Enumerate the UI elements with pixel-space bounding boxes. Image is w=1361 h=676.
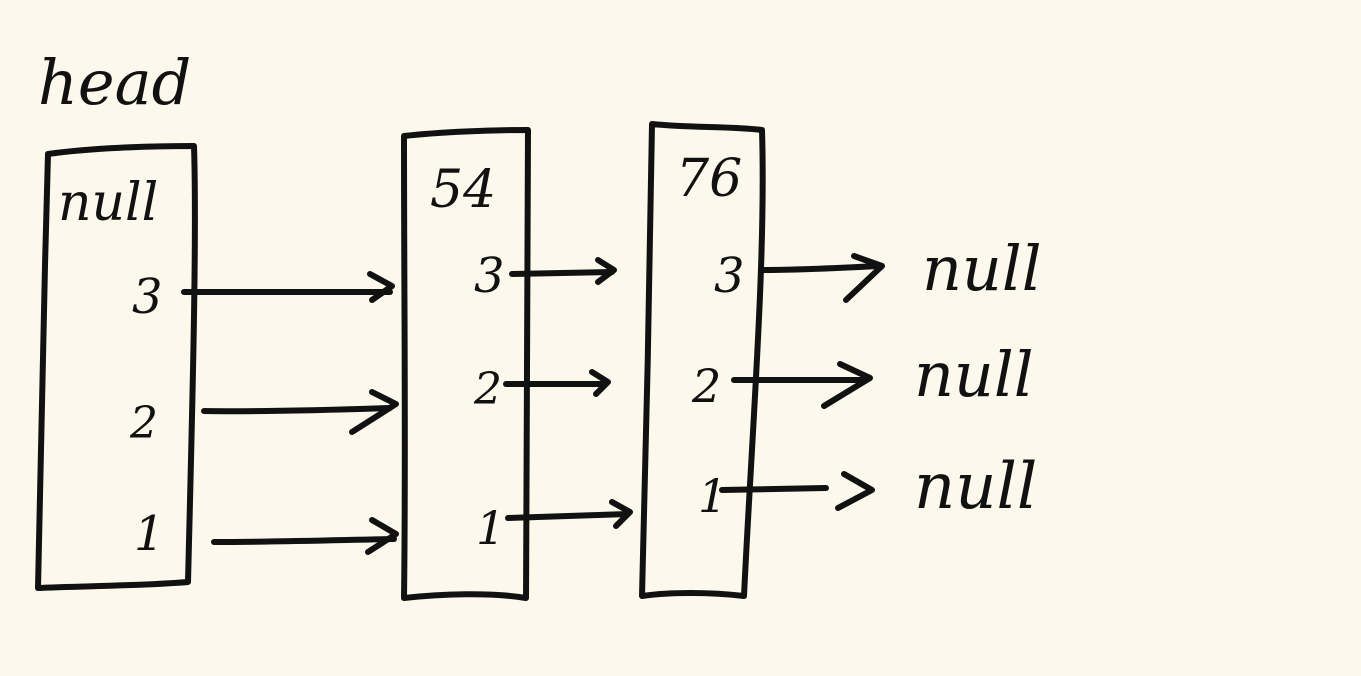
tail-null-level-3: null <box>922 232 1042 305</box>
node-76-box <box>639 121 766 599</box>
node-76-level-2: 2 <box>691 359 721 413</box>
pointer-76-to-null-level-3 <box>759 253 885 303</box>
node-head-level-2: 2 <box>129 398 158 449</box>
node-54-level-2: 2 <box>473 364 502 415</box>
pointer-76-to-null-level-2 <box>731 361 873 409</box>
node-54-level-3: 3 <box>474 248 505 304</box>
pointer-head-to-54-level-1 <box>211 517 399 555</box>
pointer-54-to-76-level-2 <box>503 369 611 397</box>
node-head-level-3: 3 <box>132 269 163 325</box>
head-label: head <box>38 46 191 119</box>
node-head: null 3 2 1 <box>35 143 198 591</box>
node-54-level-1: 1 <box>476 501 505 555</box>
tail-null-level-1: null <box>914 450 1037 524</box>
node-76-level-1: 1 <box>698 469 727 523</box>
node-54-box <box>401 127 531 601</box>
pointer-head-to-54-level-2 <box>201 389 399 435</box>
node-54-value: 54 <box>430 160 496 220</box>
node-76-value: 76 <box>676 149 742 209</box>
node-54: 54 3 2 1 <box>401 127 531 601</box>
node-76-level-3: 3 <box>714 248 745 304</box>
pointer-head-to-54-level-3 <box>181 271 395 303</box>
pointer-54-to-76-level-3 <box>509 257 617 285</box>
pointer-54-to-76-level-1 <box>505 499 633 529</box>
pointer-76-to-null-level-1 <box>719 471 875 511</box>
node-head-level-1: 1 <box>134 506 165 562</box>
node-76: 76 3 2 1 <box>639 121 766 599</box>
node-head-value: null <box>58 173 158 233</box>
tail-null-level-2: null <box>914 338 1034 411</box>
node-head-box <box>35 143 198 591</box>
